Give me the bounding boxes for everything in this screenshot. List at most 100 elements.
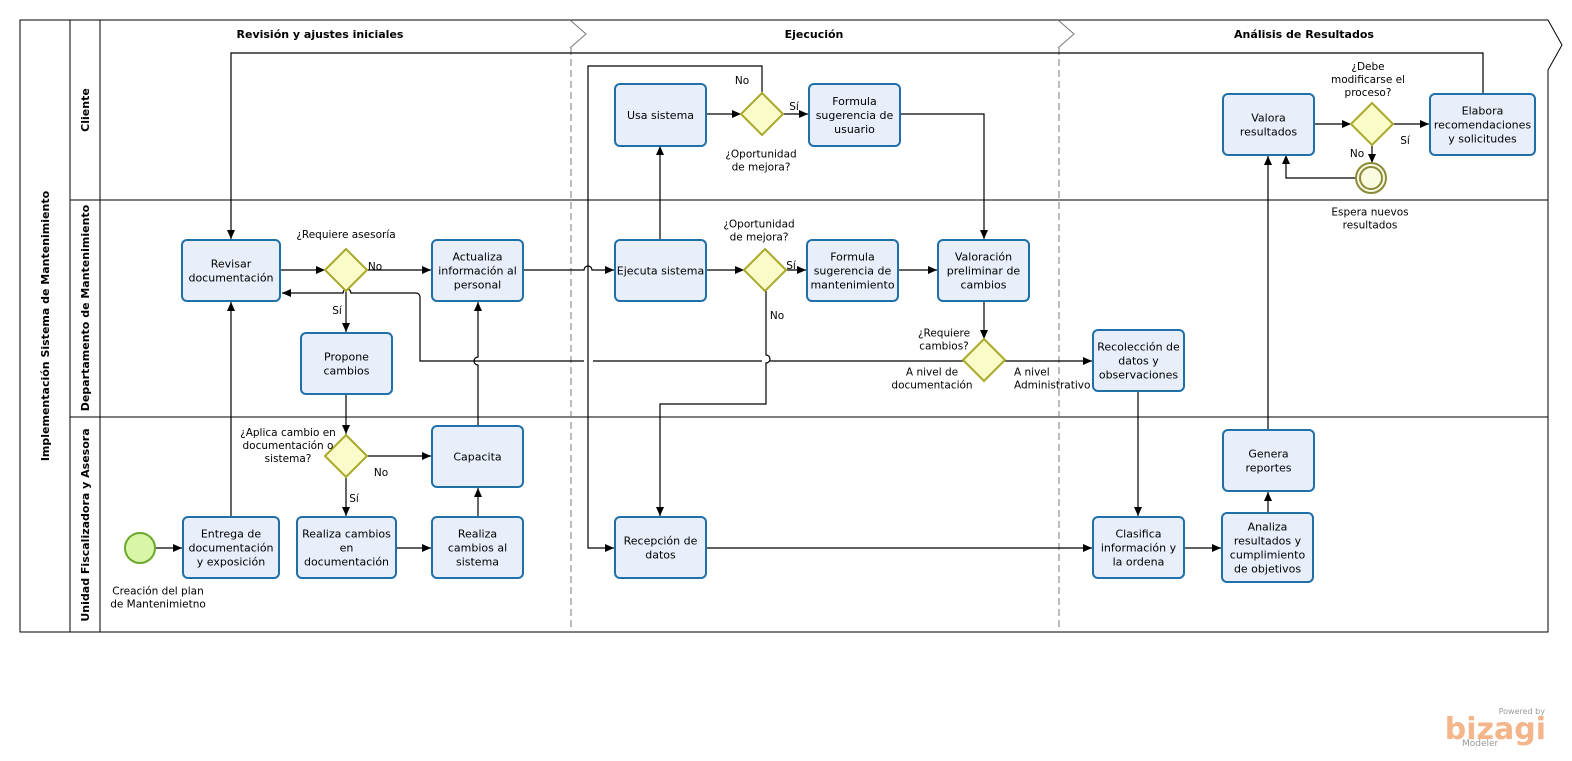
gateway-diamond bbox=[323, 433, 369, 479]
task-label: Usa sistema bbox=[627, 109, 694, 122]
flow-label-si-depto: Sí bbox=[786, 260, 797, 272]
flow-elabora-to-revisar bbox=[227, 52, 1484, 239]
flow-label-si-asesoria: Sí bbox=[332, 305, 343, 317]
flow-actualiza-to-ejecuta bbox=[523, 265, 614, 274]
task-usa-sistema[interactable]: Usa sistema bbox=[614, 83, 707, 147]
task-box bbox=[1222, 93, 1315, 156]
flow-label-si-cliente: Sí bbox=[789, 101, 800, 113]
task-box bbox=[431, 425, 524, 488]
task-box bbox=[1221, 512, 1314, 583]
task-box bbox=[1092, 329, 1185, 392]
task-box bbox=[1092, 516, 1185, 579]
flow-label-si-aplica: Sí bbox=[349, 493, 360, 505]
phase-title-analisis: Análisis de Resultados bbox=[1234, 28, 1374, 41]
flow-label-si-modificarse: Sí bbox=[1400, 135, 1411, 147]
task-box bbox=[806, 239, 899, 302]
lane-title-cliente: Cliente bbox=[79, 88, 92, 132]
task-capacita[interactable]: Capacita bbox=[431, 425, 524, 488]
task-box bbox=[300, 332, 393, 395]
sequence-flows bbox=[156, 52, 1484, 552]
flow-label-no-depto: No bbox=[770, 310, 784, 322]
lane-titles: Cliente Departamento de Mantenimiento Un… bbox=[79, 88, 92, 621]
flow-label-no-cliente: No bbox=[735, 75, 749, 87]
gateway-label: ¿Requiere asesoría bbox=[296, 229, 395, 241]
watermark-brand: bizagi bbox=[1445, 712, 1546, 747]
task-box bbox=[937, 239, 1030, 302]
flow-label-no-aplica: No bbox=[374, 467, 388, 479]
task-box bbox=[614, 83, 707, 147]
flow-label-no-asesoria: No bbox=[368, 261, 382, 273]
task-box bbox=[181, 239, 281, 302]
gateway-diamond bbox=[739, 91, 785, 137]
task-label: Ejecuta sistema bbox=[617, 265, 704, 278]
phases: Revisión y ajustes iniciales Ejecución A… bbox=[237, 19, 1374, 632]
task-box bbox=[614, 239, 707, 302]
gateway-gw-asesoria[interactable]: ¿Requiere asesoría bbox=[296, 229, 396, 293]
lane-title-unidad: Unidad Fiscalizadora y Asesora bbox=[79, 428, 92, 621]
flow-gw-depto-no-to-recepcion bbox=[656, 291, 771, 516]
bizagi-watermark: Powered by bizagi Modeler bbox=[1445, 707, 1546, 749]
phase-title-ejecucion: Ejecución bbox=[785, 28, 844, 41]
gateway-diamond bbox=[1349, 101, 1395, 147]
task-box bbox=[431, 239, 524, 302]
flow-formula-usuario-to-valoracion bbox=[900, 113, 988, 239]
task-label: Capacita bbox=[453, 451, 501, 464]
task-ejecuta-sistema[interactable]: Ejecuta sistema bbox=[614, 239, 707, 302]
intermediate-event-inner bbox=[1359, 166, 1383, 190]
pool-title: Implementación Sistema de Mantenimiento bbox=[39, 190, 52, 461]
flow-gw-cambios-to-revisar bbox=[282, 289, 963, 362]
watermark-powered: Powered by bbox=[1499, 707, 1546, 716]
flow-label-no-modificarse: No bbox=[1350, 148, 1364, 160]
gateway-diamond bbox=[323, 247, 369, 293]
task-box bbox=[1429, 93, 1536, 156]
start-event-circle bbox=[124, 532, 156, 564]
task-box bbox=[1222, 429, 1315, 492]
gateway-diamond bbox=[742, 247, 788, 293]
pool: Implementación Sistema de Mantenimiento bbox=[19, 19, 1563, 633]
task-box bbox=[431, 516, 524, 579]
